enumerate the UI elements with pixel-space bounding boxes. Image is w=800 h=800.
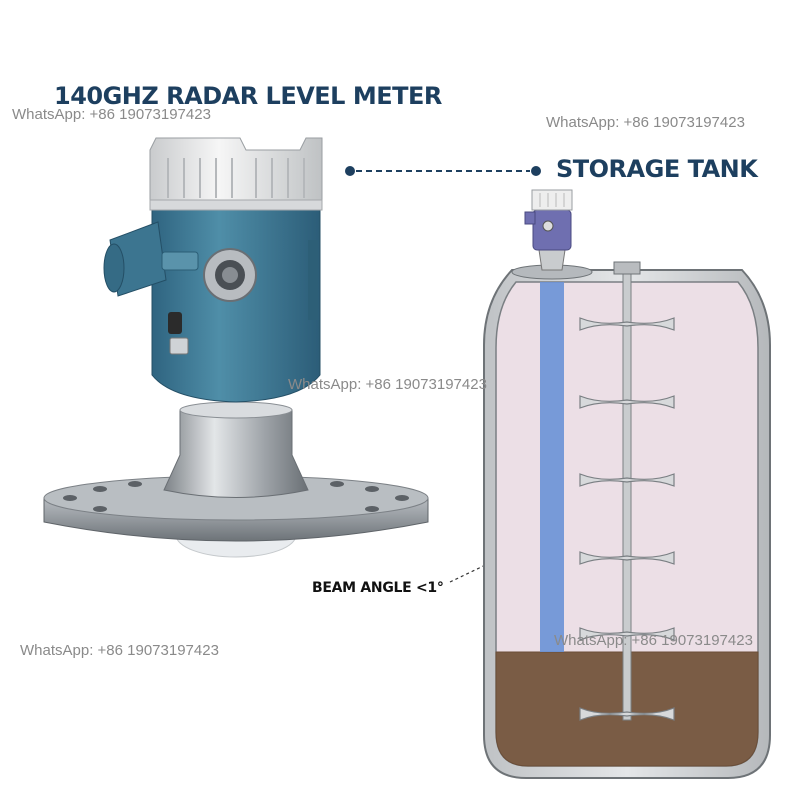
- antenna-neck: [163, 409, 309, 498]
- radar-beam: [540, 282, 564, 652]
- meter-cap: [149, 137, 323, 206]
- agitator-blades: [579, 317, 675, 721]
- tank-title: STORAGE TANK: [556, 155, 758, 183]
- watermark-text: WhatsApp: +86 19073197423: [288, 376, 487, 393]
- watermark-text: WhatsApp: +86 19073197423: [20, 642, 219, 659]
- watermark-text: WhatsApp: +86 19073197423: [546, 114, 745, 131]
- ground-screw: [169, 337, 189, 355]
- brand-plate: [161, 251, 199, 271]
- tank-mounted-meter: [524, 189, 573, 271]
- radar-level-meter: [43, 137, 429, 558]
- watermark-text: WhatsApp: +86 19073197423: [554, 632, 753, 649]
- product-title: 140GHZ RADAR LEVEL METER: [54, 82, 442, 110]
- storage-tank: [483, 189, 771, 779]
- beam-angle-label: BEAM ANGLE <1°: [312, 580, 444, 596]
- agitator-shaft: [622, 271, 632, 721]
- housing-vent: [168, 312, 182, 334]
- watermark-text: WhatsApp: +86 19073197423: [12, 106, 211, 123]
- connector-line: [345, 166, 541, 176]
- meter-housing: [151, 207, 321, 403]
